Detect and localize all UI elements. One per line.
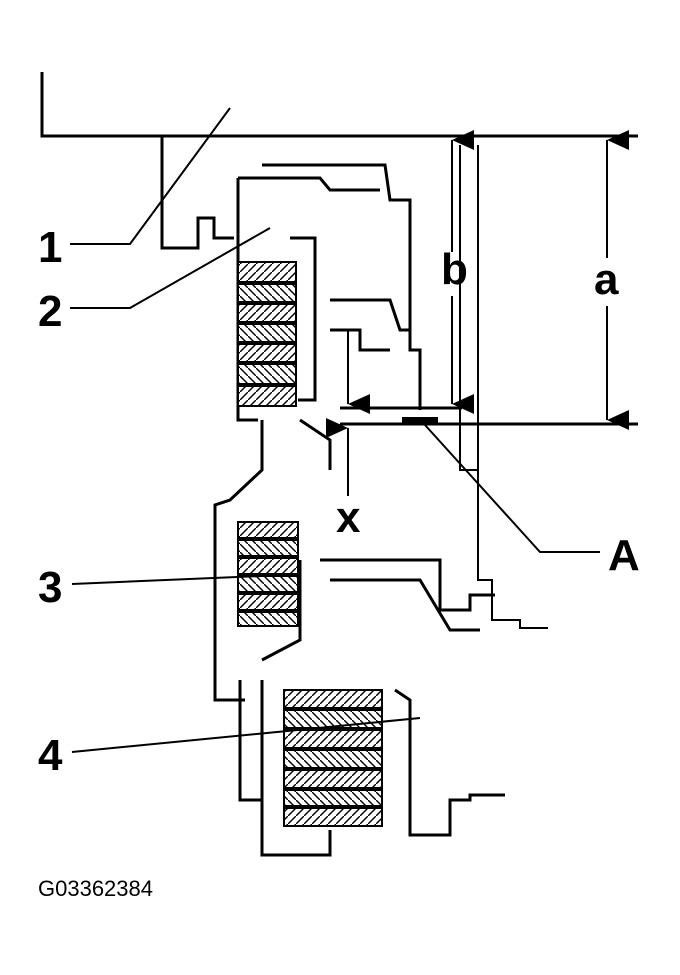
callout-1: 1	[38, 223, 62, 272]
callout-3: 3	[38, 563, 62, 612]
clutch-pack-3	[237, 521, 299, 627]
dimension-a-label: a	[594, 255, 619, 304]
dimension-x-label: x	[336, 493, 361, 542]
housing-outline	[40, 72, 638, 250]
measurement-lines	[340, 330, 638, 426]
figure-code: G03362384	[38, 876, 153, 901]
callout-2: 2	[38, 287, 62, 336]
callout-4: 4	[38, 731, 63, 780]
clutch-pack-4	[283, 689, 383, 827]
clutch-pack-2	[237, 261, 297, 407]
drum-outline	[213, 145, 548, 857]
leader-lines	[70, 107, 600, 753]
dimension-b-label: b	[441, 245, 468, 294]
callout-A: A	[608, 531, 640, 580]
